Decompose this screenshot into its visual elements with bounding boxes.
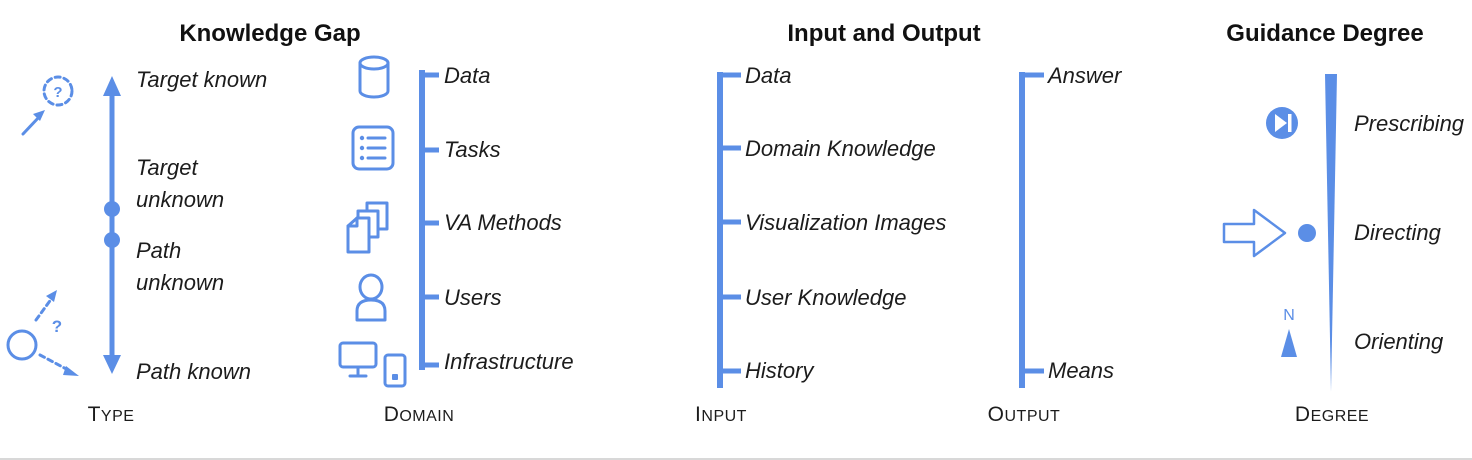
infrastructure-devices-icon xyxy=(338,341,407,388)
compass-north-icon: N xyxy=(1281,307,1297,357)
degree-item-orienting: Orienting xyxy=(1354,329,1444,354)
input-item-data: Data xyxy=(745,63,791,88)
database-icon xyxy=(358,55,390,99)
label-path-unknown-line1: Path xyxy=(136,238,181,263)
knowledge-gap-axis xyxy=(103,76,121,374)
knowledge-gap-heading: Knowledge Gap xyxy=(179,20,360,47)
label-path-known: Path known xyxy=(136,359,251,384)
question-mark-glyph: ? xyxy=(53,84,62,101)
skip-forward-icon xyxy=(1266,107,1298,139)
input-bar xyxy=(717,72,741,388)
documents-stack-icon xyxy=(346,201,389,254)
caption-domain: DOMAIN xyxy=(384,403,455,426)
output-item-answer: Answer xyxy=(1046,63,1123,88)
label-path-unknown-line2: unknown xyxy=(136,270,224,295)
path-unknown-icon: ? xyxy=(6,290,79,376)
domain-item-data: Data xyxy=(444,63,490,88)
degree-item-prescribing: Prescribing xyxy=(1354,111,1465,136)
domain-item-users: Users xyxy=(444,285,501,310)
question-mark-glyph: ? xyxy=(52,317,62,336)
label-target-unknown-line1: Target xyxy=(136,155,198,180)
degree-wedge xyxy=(1325,74,1337,392)
input-item-visualization-images: Visualization Images xyxy=(745,210,946,235)
target-known-icon: ? xyxy=(21,75,74,136)
domain-item-va-methods: VA Methods xyxy=(444,210,562,235)
compass-letter: N xyxy=(1283,307,1295,324)
caption-output: OUTPUT xyxy=(988,403,1061,426)
input-item-domain-knowledge: Domain Knowledge xyxy=(745,136,936,161)
label-target-known: Target known xyxy=(136,67,267,92)
domain-item-tasks: Tasks xyxy=(444,137,501,162)
label-target-unknown-line2: unknown xyxy=(136,187,224,212)
caption-input: INPUT xyxy=(695,403,747,426)
user-icon xyxy=(355,273,387,322)
input-output-heading: Input and Output xyxy=(787,20,980,47)
output-item-means: Means xyxy=(1048,358,1114,383)
guidance-degree-heading: Guidance Degree xyxy=(1226,20,1423,47)
domain-item-infrastructure: Infrastructure xyxy=(444,349,574,374)
output-bar xyxy=(1019,72,1044,388)
task-list-icon xyxy=(351,125,395,171)
directing-dot xyxy=(1298,224,1316,242)
caption-degree: DEGREE xyxy=(1295,403,1369,426)
input-item-history: History xyxy=(745,358,815,383)
domain-bar xyxy=(419,70,439,370)
input-item-user-knowledge: User Knowledge xyxy=(745,285,906,310)
caption-type: TYPE xyxy=(88,403,135,426)
hollow-arrow-icon xyxy=(1222,208,1287,258)
degree-item-directing: Directing xyxy=(1354,220,1442,245)
